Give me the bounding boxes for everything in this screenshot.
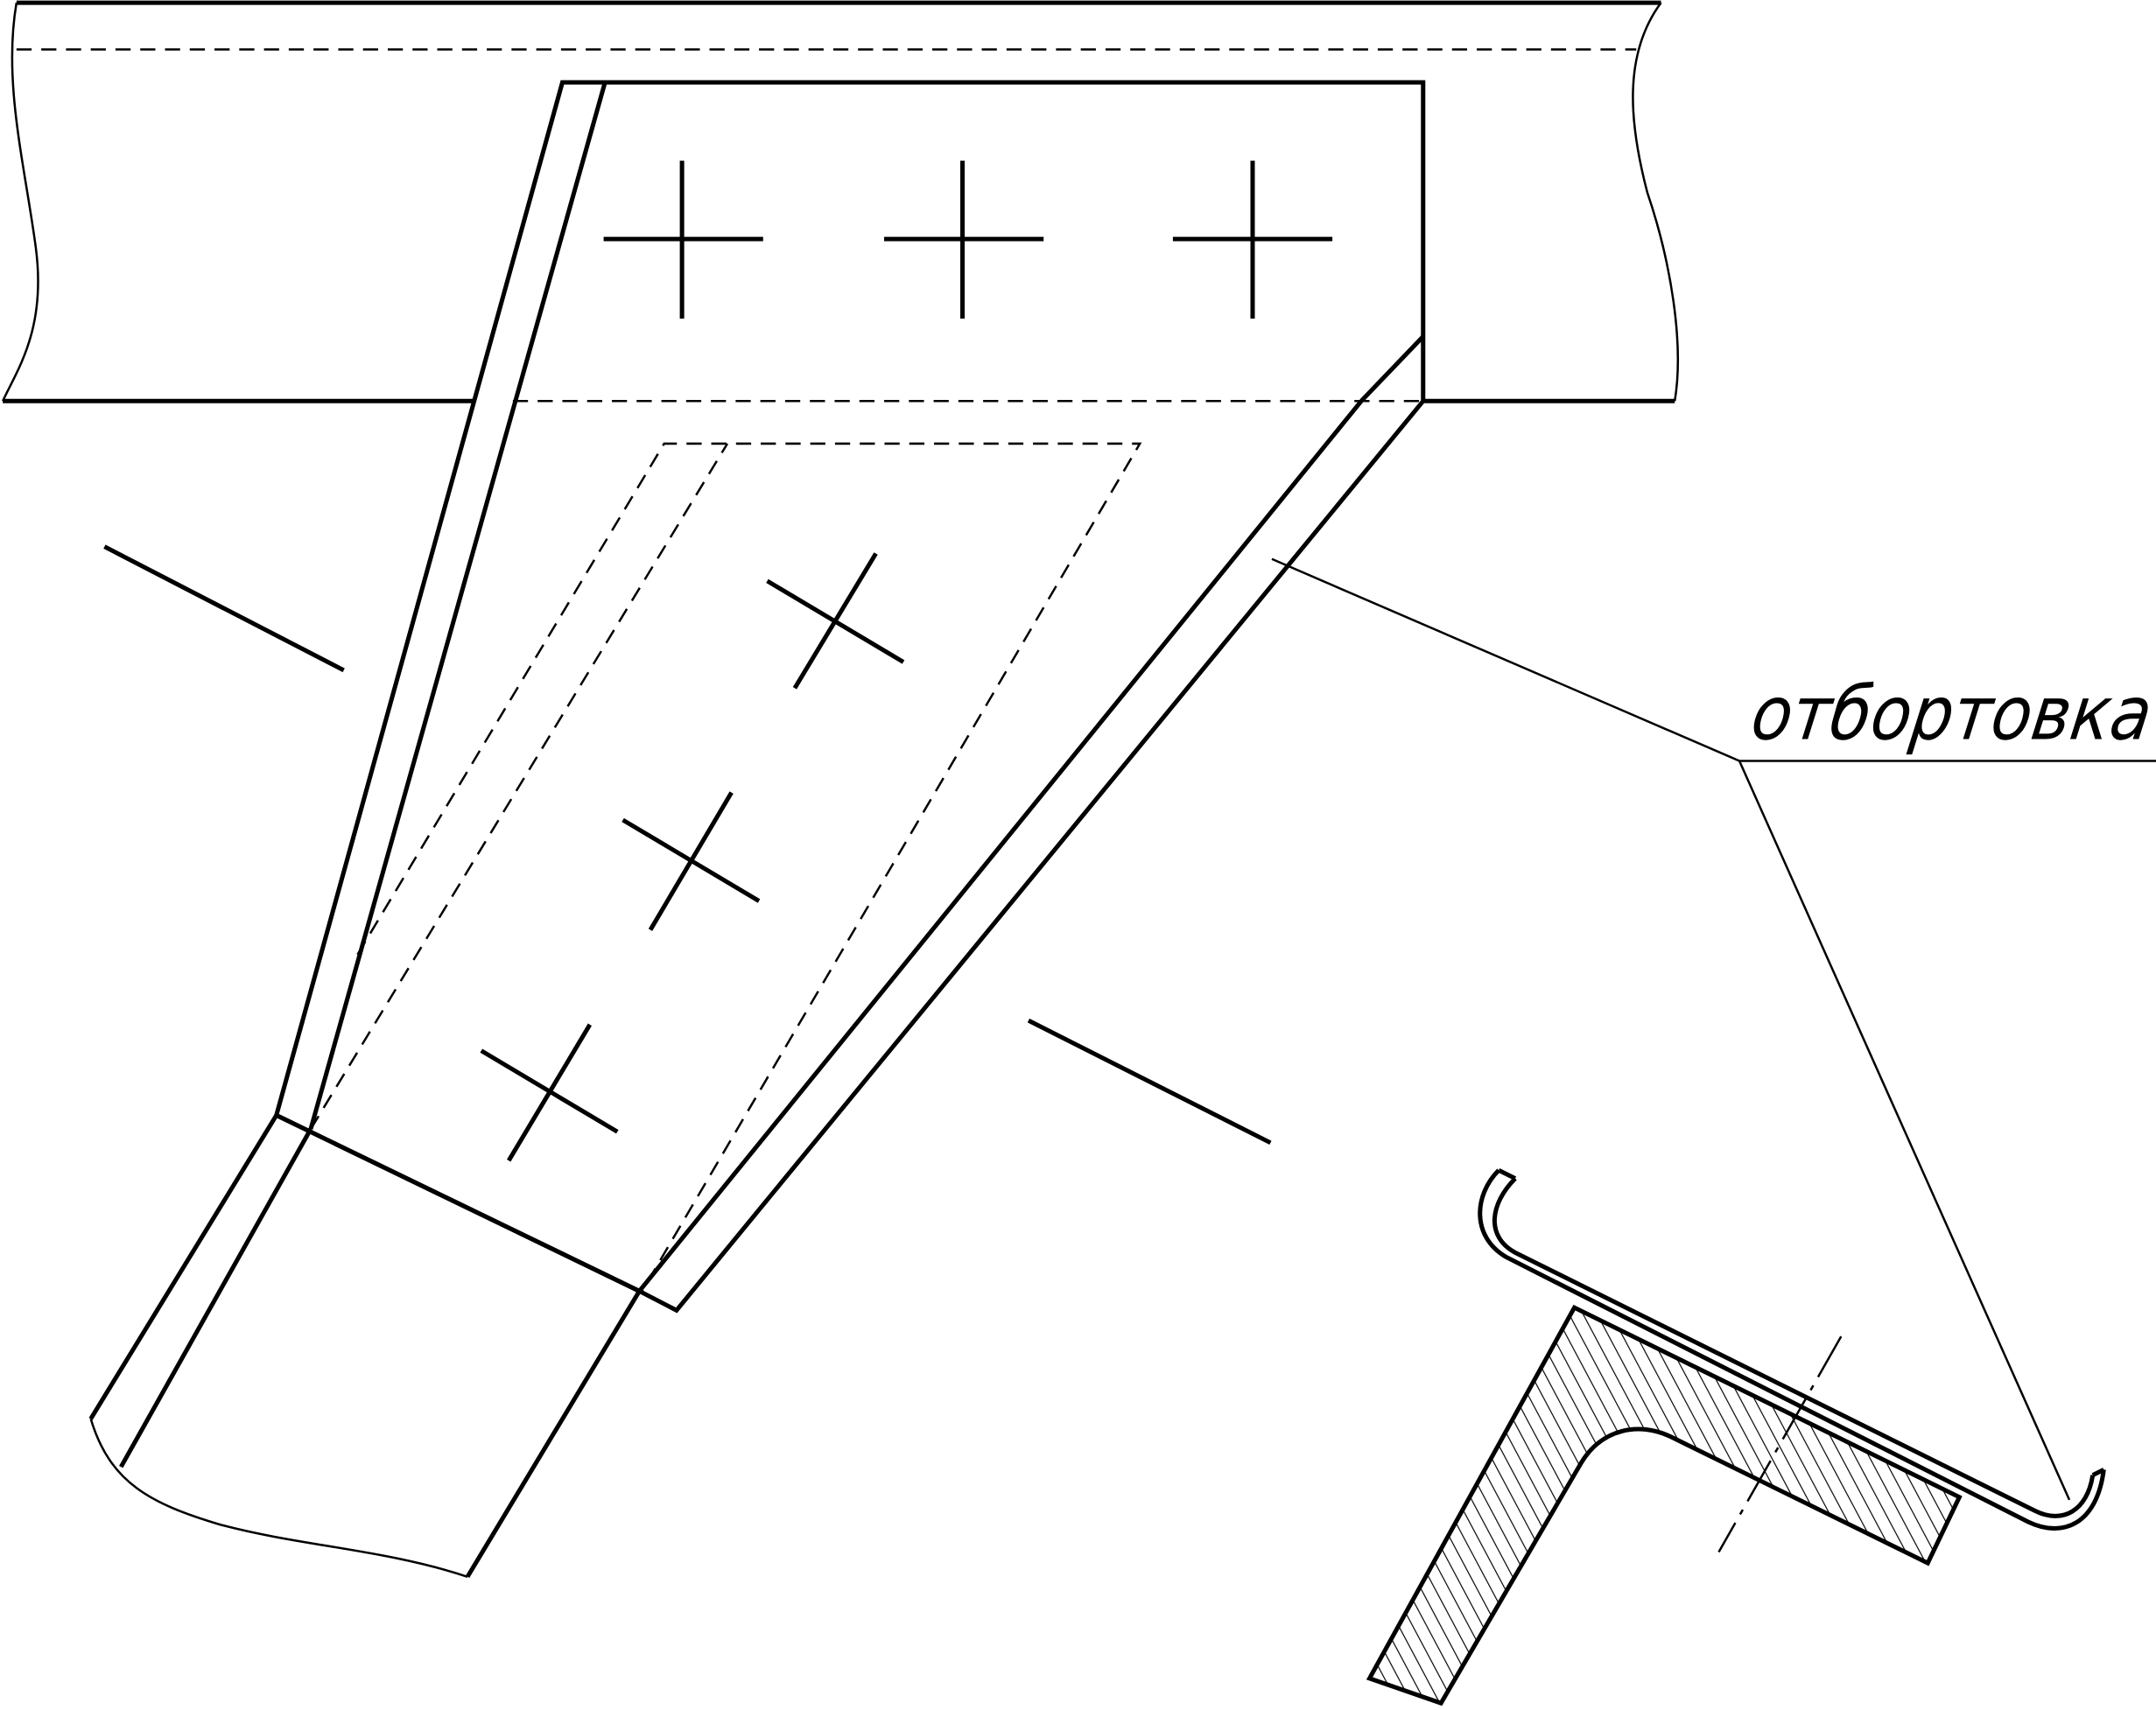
flanged-plate-outer	[1478, 1168, 2106, 1531]
angle-section-hatched	[1366, 1304, 1963, 1706]
right-flange-top-segment	[1359, 334, 1425, 403]
brace-outer-edge	[88, 1114, 278, 1420]
rivet-mark	[603, 160, 763, 319]
diagonal-brace	[88, 1113, 642, 1579]
flange-tip-bottom	[2091, 1468, 2105, 1477]
callout-label: отбортовка	[1746, 671, 2156, 757]
right-break-line	[1632, 2, 1679, 402]
brace-end-line	[275, 1113, 641, 1293]
section-detail	[1366, 1167, 2106, 1706]
section-centerline	[1717, 1335, 1843, 1553]
rivet-mark	[1172, 160, 1333, 319]
brace-break-line	[89, 1418, 468, 1578]
flange-callout: отбортовка	[1271, 557, 2156, 1501]
section-marks	[103, 544, 1272, 1146]
brace-flange-line	[119, 1127, 313, 1468]
hidden-brace-left-lines	[356, 442, 1142, 1292]
flanged-plate-inner	[1492, 1176, 2096, 1518]
gusset-plate	[273, 80, 1426, 1314]
horizontal-member	[1, 0, 1679, 403]
rivet-mark	[622, 791, 761, 931]
rivet-mark	[766, 552, 905, 690]
hidden-brace-inner-line	[309, 443, 729, 1130]
section-mark-left	[103, 544, 345, 673]
right-flange-inner-line	[637, 399, 1364, 1293]
brace-inner-edge	[465, 1290, 642, 1579]
rivet-mark	[480, 1023, 619, 1162]
rivet-marks	[480, 160, 1333, 1162]
rivet-mark	[884, 160, 1044, 319]
gusset-outline	[273, 80, 1426, 1314]
flange-tip-top	[1498, 1167, 1517, 1181]
left-break-line	[1, 2, 39, 402]
section-mark-right	[1027, 1018, 1272, 1146]
hidden-brace-outline	[309, 442, 1142, 1292]
left-flange-inner-line	[308, 81, 607, 1130]
